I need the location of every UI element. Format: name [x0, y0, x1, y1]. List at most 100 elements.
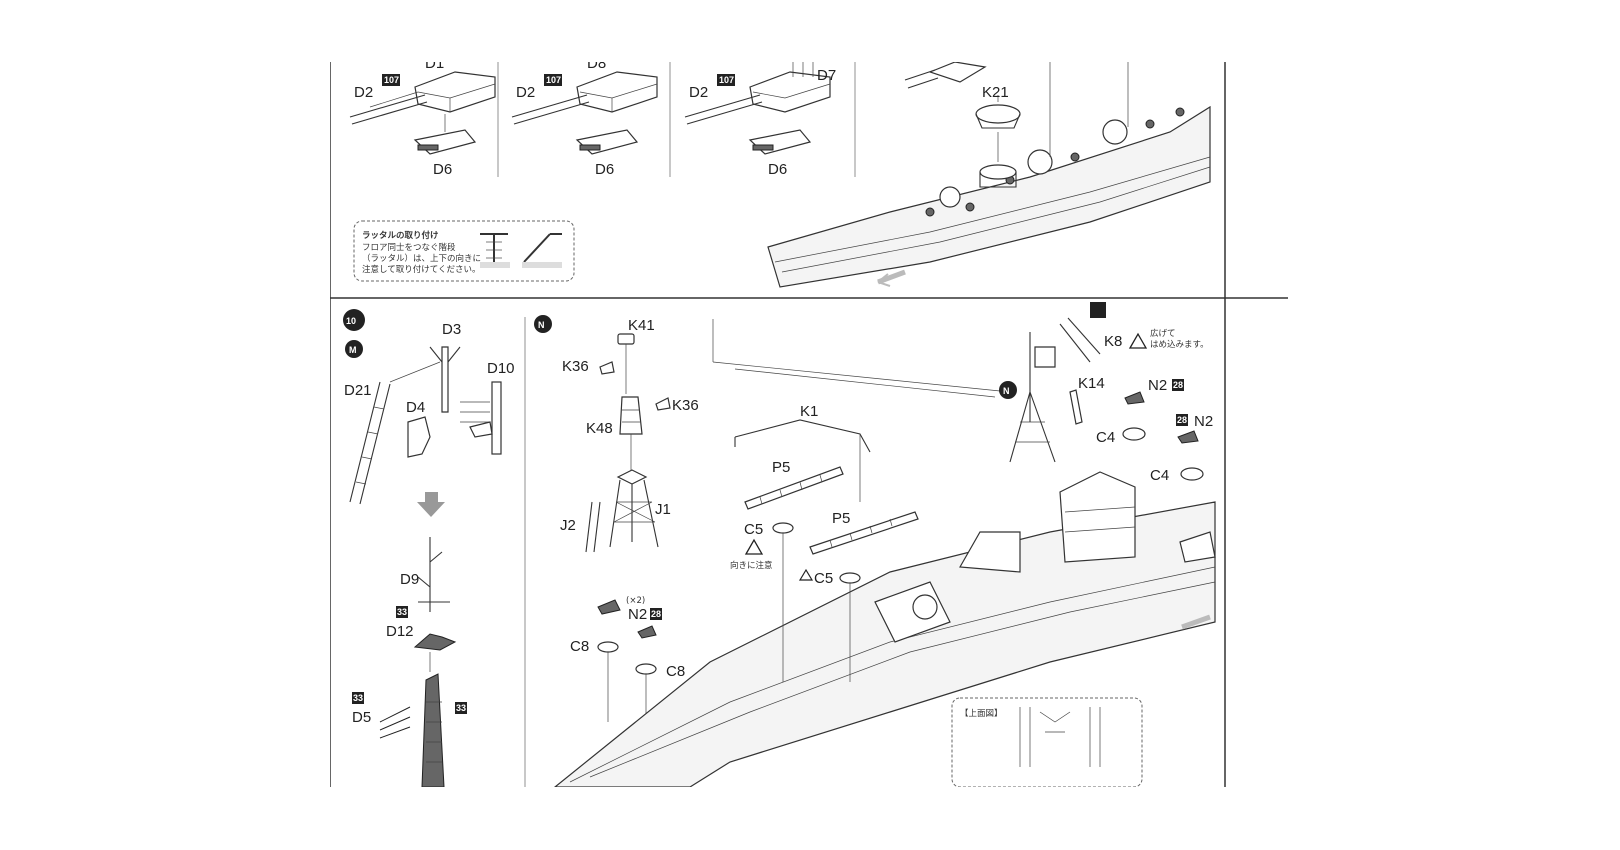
label-d7: D7: [817, 67, 836, 84]
part-c4-a: [1122, 427, 1146, 441]
label-j1: J1: [655, 501, 671, 518]
turret-assembly-3: D7 D2 107 D6: [684, 62, 836, 178]
part-j2: [585, 501, 601, 553]
part-k36-right: [655, 397, 671, 411]
part-d21-ladder: [349, 381, 391, 505]
ladder-icon-angled: [522, 233, 562, 268]
sub-step-n: N: [538, 320, 545, 330]
label-c4: C4: [1150, 467, 1169, 484]
badge-107: 107: [546, 75, 561, 85]
part-d9: [417, 537, 450, 612]
ladder-icon-vertical: [480, 233, 510, 268]
step-10-panel: 10 M D21 D3 D4 D10: [343, 309, 515, 787]
turret-assembly-1: D1 D2 107 D6: [349, 62, 496, 178]
label-k14: K14: [1078, 375, 1105, 392]
instruction-sheet: D1 D2 107 D6 D8 D2 107 D6 D7 D2 107 D6: [330, 62, 1288, 787]
label-j2: J2: [560, 517, 576, 534]
direction-arrow-icon: [1181, 614, 1211, 630]
badge-28: 28: [651, 609, 661, 619]
part-d4: [407, 416, 431, 458]
note-line-1: フロア同士をつなぐ階段: [362, 242, 456, 253]
step-number: 10: [346, 316, 356, 326]
badge-33: 33: [456, 703, 466, 713]
badge-28: 28: [1177, 415, 1187, 425]
label-d2: D2: [516, 84, 535, 101]
badge-33: 33: [397, 607, 407, 617]
label-d6: D6: [768, 161, 787, 178]
part-p5-upper: [744, 466, 844, 510]
part-k48: [619, 396, 643, 435]
label-d2: D2: [354, 84, 373, 101]
badge-28: 28: [1173, 380, 1183, 390]
label-p5: P5: [832, 510, 850, 527]
label-p5: P5: [772, 459, 790, 476]
note-title: ラッタルの取り付け: [362, 230, 439, 241]
label-d5: D5: [352, 709, 371, 726]
forward-turret-top: [904, 62, 987, 89]
label-d4: D4: [406, 399, 425, 416]
label-n2-count: (×2): [626, 596, 645, 606]
k8-note-2: はめ込みます。: [1150, 339, 1209, 350]
warning-icon: [744, 538, 764, 555]
top-view-label: 【上面図】: [960, 709, 1003, 719]
ladder-note-box: ラッタルの取り付け フロア同士をつなぐ階段 （ラッタル）は、上下の向きに 注意し…: [353, 220, 575, 282]
label-n2: N2: [1148, 377, 1167, 394]
assembly-diagram: D1 D2 107 D6 D8 D2 107 D6 D7 D2 107 D6: [330, 62, 1288, 787]
label-d12: D12: [386, 623, 414, 640]
panel-borders: [330, 62, 1288, 787]
label-d1: D1: [425, 62, 444, 72]
label-k1: K1: [800, 403, 818, 420]
part-c8-a: [597, 641, 619, 653]
part-c4-b: [1180, 467, 1204, 481]
warning-icon: [798, 568, 814, 581]
part-k1-crane: [734, 419, 871, 502]
part-n2-main-a: [1124, 391, 1145, 405]
badge-107: 107: [719, 75, 734, 85]
deck-fittings: [925, 107, 1185, 217]
diagram-symbol-icon: [1090, 302, 1106, 318]
label-c4: C4: [1096, 429, 1115, 446]
down-arrow-icon: [417, 492, 445, 517]
label-k36: K36: [672, 397, 699, 414]
sub-step-m: M: [349, 345, 357, 355]
label-n-marker: N: [1003, 386, 1010, 396]
part-k21: K21: [975, 84, 1021, 188]
warning-icon: [1128, 332, 1148, 349]
note-line-2: （ラッタル）は、上下の向きに: [362, 253, 481, 264]
part-p5-lower: [809, 511, 919, 555]
label-k8: K8: [1104, 333, 1122, 350]
label-c8: C8: [666, 663, 685, 680]
label-c8: C8: [570, 638, 589, 655]
note-line-3: 注意して取り付けてください。: [362, 264, 481, 275]
label-c5: C5: [744, 521, 763, 538]
part-c5-b: [839, 572, 861, 584]
label-k21: K21: [982, 84, 1009, 101]
label-d6: D6: [433, 161, 452, 178]
part-n2-b: [637, 625, 657, 639]
main-ship-assembly: N K8 広げて はめ込みます。 K14 N2 28 C4 28 N2 C4 K…: [554, 302, 1216, 787]
bow-hull-top: K21: [767, 62, 1211, 288]
label-d21: D21: [344, 382, 372, 399]
label-c5: C5: [814, 570, 833, 587]
part-mast-assembly: [421, 673, 445, 787]
label-d8: D8: [587, 62, 606, 72]
part-j1-tower: [609, 469, 659, 548]
caution-text: 向きに注意: [730, 560, 773, 571]
part-c5-a: [772, 522, 794, 534]
label-d6: D6: [595, 161, 614, 178]
turret-assembly-2: D8 D2 107 D6: [511, 62, 658, 178]
label-d3: D3: [442, 321, 461, 338]
k8-note-1: 広げて: [1150, 328, 1176, 339]
top-view-inset: 【上面図】: [951, 697, 1143, 787]
label-k36: K36: [562, 358, 589, 375]
part-n2-main-b: [1177, 430, 1199, 444]
part-k36-left: [599, 361, 615, 375]
mainmast: [1009, 317, 1101, 463]
part-n2-a: [597, 599, 621, 615]
part-d12: [413, 633, 457, 651]
badge-107: 107: [384, 75, 399, 85]
label-k41: K41: [628, 317, 655, 334]
part-d10: [460, 381, 502, 455]
label-n2: N2: [628, 606, 647, 623]
step-n-panel: N K41 K36 K36 K48 J1 J2 (×2) N2: [534, 315, 699, 742]
